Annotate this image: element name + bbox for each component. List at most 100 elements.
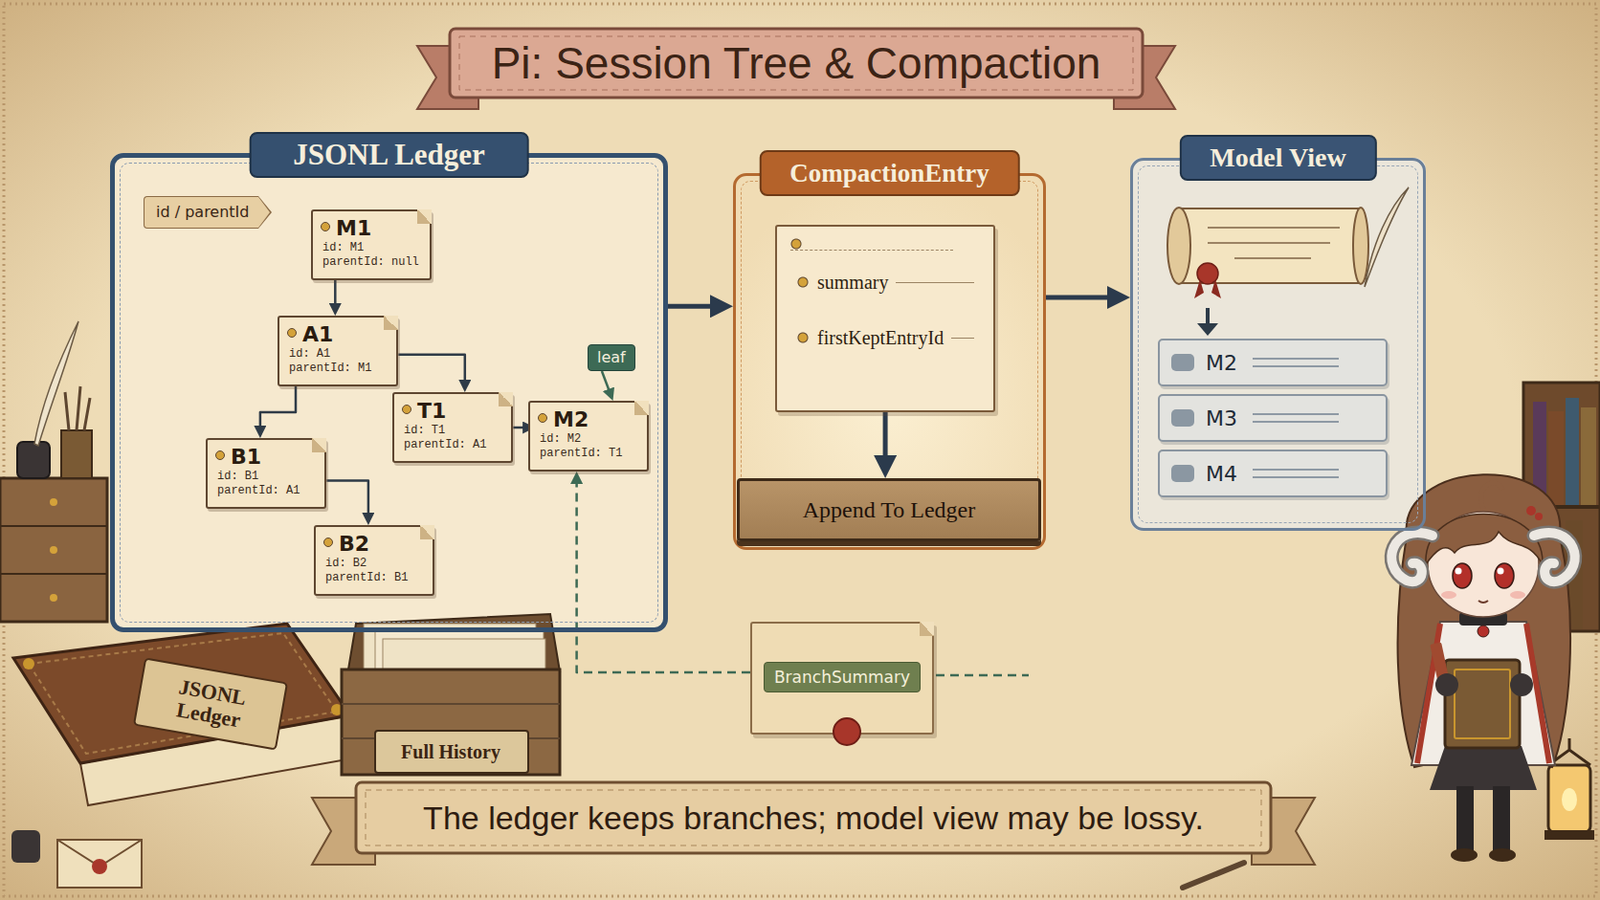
left-cabinet	[0, 321, 108, 623]
history-crate-part	[375, 731, 529, 774]
character-illustration-part	[1425, 514, 1543, 566]
ledger-book-part	[11, 830, 41, 864]
leaf-text: leaf	[597, 348, 626, 367]
connector	[883, 412, 889, 467]
diagram-caption: The ledger keeps branches; model view ma…	[336, 797, 1290, 840]
character-illustration-part	[1417, 623, 1550, 764]
model-view-panel: Model ViewM2M3M4	[1130, 157, 1426, 532]
append-platform: Append To Ledger	[736, 478, 1042, 542]
card-title: T1	[403, 399, 504, 424]
doc-rule	[790, 238, 954, 251]
message-lines	[1252, 413, 1339, 423]
panel-grounds	[110, 153, 1426, 633]
card-fold	[311, 438, 327, 453]
message-row: M3	[1157, 394, 1388, 443]
character-illustration-part	[1391, 533, 1433, 582]
character-illustration-part	[1455, 568, 1463, 576]
branch-dash-tail-part	[935, 674, 1029, 678]
left-cabinet-part	[0, 478, 108, 623]
ledger-book	[11, 623, 358, 889]
card-dot	[320, 222, 331, 232]
scroll-illustration-part	[1353, 207, 1369, 285]
entry-card: B1id: B1 parentId: A1	[205, 438, 327, 510]
panel-grounds-part	[1130, 157, 1426, 532]
character-illustration-part	[1429, 746, 1537, 791]
scroll-illustration-part	[1197, 323, 1219, 336]
tag-pointer-fill	[258, 197, 270, 228]
lantern-part	[1544, 830, 1595, 841]
doc-row: summary	[796, 270, 975, 294]
connector	[260, 386, 296, 432]
left-cabinet-part	[34, 321, 79, 446]
card-meta: id: T1 parentId: A1	[403, 423, 504, 453]
scroll-illustration-part	[1178, 208, 1361, 284]
character-illustration-part	[1477, 625, 1489, 638]
left-cabinet-part	[49, 498, 58, 507]
field-name: summary	[796, 270, 889, 294]
entry-card: A1id: A1 parentId: M1	[277, 315, 399, 387]
card-meta: id: A1 parentId: M1	[288, 347, 389, 377]
field-name: firstKeptEntryId	[796, 326, 944, 350]
ledger-panel: JSONL Ledgerid / parentIdM1id: M1 parent…	[110, 153, 668, 633]
message-id: M4	[1205, 462, 1238, 487]
doc-row: firstKeptEntryId	[796, 326, 975, 350]
left-cabinet-part	[61, 430, 92, 479]
connector	[398, 355, 465, 386]
card-dot	[401, 404, 412, 415]
ledger-book-part	[133, 659, 288, 751]
entry-card: B2id: B2 parentId: B1	[313, 525, 435, 597]
bookshelf-part	[1580, 407, 1597, 506]
character-illustration-part	[1494, 563, 1514, 589]
left-cabinet-part	[49, 594, 58, 602]
field-tag: id / parentId	[143, 196, 259, 229]
card-meta: id: B2 parentId: B1	[325, 556, 425, 586]
ledger-book-part	[22, 658, 35, 670]
ledger-book-part	[57, 840, 142, 889]
entry-card: T1id: T1 parentId: A1	[392, 392, 513, 464]
character-illustration-part	[1533, 533, 1576, 582]
scroll-illustration	[1167, 187, 1409, 336]
connector	[512, 426, 529, 430]
connector	[601, 371, 611, 395]
branch-summary-card: BranchSummary	[750, 622, 934, 735]
card-title: B1	[217, 444, 317, 470]
pen	[1182, 863, 1245, 889]
panel-title: JSONL Ledger	[248, 132, 530, 178]
card-fold	[383, 315, 399, 331]
character-illustration-part	[1534, 512, 1543, 521]
character-illustration-part	[1478, 600, 1489, 603]
character-illustration-part	[1444, 660, 1520, 749]
history-crate	[341, 614, 560, 776]
character-illustration-part	[1411, 622, 1556, 766]
character-illustration-part	[1510, 673, 1534, 697]
panel-title: Model View	[1178, 134, 1377, 181]
panel-grounds-part	[733, 173, 1046, 551]
panel-title: CompactionEntry	[758, 150, 1021, 197]
connector	[333, 280, 337, 310]
bookshelf-part	[1548, 411, 1564, 506]
entry-card: M1id: M1 parentId: null	[311, 209, 432, 281]
card-meta: id: M1 parentId: null	[322, 241, 423, 270]
character-illustration-part	[1452, 563, 1472, 589]
character-illustration-part	[1510, 591, 1526, 600]
message-id: M2	[1205, 351, 1238, 376]
ledger-book-part	[91, 859, 108, 875]
diagram-title: Pi: Session Tree & Compaction	[413, 36, 1179, 90]
character-illustration-part	[1533, 533, 1576, 582]
character-illustration-part	[1391, 533, 1433, 582]
branch-label: BranchSummary	[763, 662, 921, 693]
scroll-illustration-part	[1197, 263, 1219, 285]
compaction-panel: CompactionEntrysummaryfirstKeptEntryIdAp…	[733, 173, 1046, 551]
card-title: M1	[322, 216, 423, 242]
character-illustration-part	[1492, 786, 1511, 854]
entry-card: M2id: M2 parentId: T1	[528, 400, 649, 472]
card-fold	[634, 400, 649, 416]
scroll-illustration-part	[1364, 187, 1409, 288]
branch-dash-tail	[935, 675, 1029, 677]
scroll-illustration-part	[1167, 207, 1191, 285]
connector	[667, 304, 721, 310]
message-row: M2	[1157, 338, 1388, 387]
character-illustration	[1391, 474, 1575, 863]
wax-seal	[832, 717, 862, 747]
